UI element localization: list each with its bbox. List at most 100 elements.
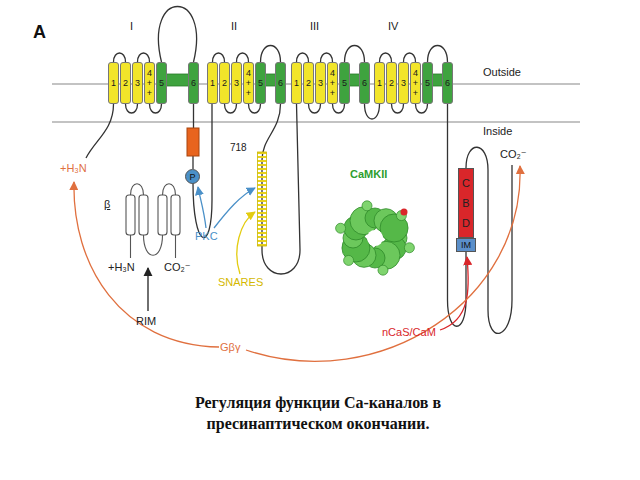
hatched-region — [258, 152, 267, 246]
beta-cylinder — [158, 195, 167, 235]
segment-box: 1 — [291, 62, 302, 104]
protein-label: RIM — [136, 315, 156, 328]
subunit-label: β — [104, 198, 110, 211]
segment-number: 2 — [123, 78, 128, 88]
linker-1-2 — [192, 156, 193, 169]
n-terminus — [86, 104, 114, 158]
segment-box: 4+ + — [144, 62, 155, 104]
camkii-lobe — [362, 201, 372, 211]
segment-number: + + — [245, 78, 251, 98]
residue-number: 718 — [230, 142, 247, 154]
camkii-lobe — [378, 265, 388, 275]
node-label: P — [189, 171, 195, 183]
camkii-site — [401, 209, 408, 216]
beta-cylinder — [139, 195, 148, 235]
segment-number: 5 — [342, 78, 347, 88]
pore-segment-box: 5 — [255, 62, 266, 104]
segment-loop — [150, 104, 162, 113]
segment-number: 3 — [318, 78, 323, 88]
pore-segment-box: 6 — [275, 62, 286, 104]
segment-box: 2 — [386, 62, 397, 104]
beta-terminus — [130, 235, 131, 258]
segment-box: 3 — [315, 62, 326, 104]
segment-number: + + — [146, 78, 152, 98]
segment-number: 6 — [445, 78, 450, 88]
kinase-label: PKC — [195, 230, 218, 243]
camkii-hole — [367, 230, 383, 246]
site-718 — [258, 152, 267, 246]
segment-box: 4+ + — [410, 62, 421, 104]
segment-loop — [138, 53, 150, 62]
pore-loop — [158, 7, 196, 63]
segment-box: 1 — [374, 62, 385, 104]
segment-number: 2 — [389, 78, 394, 88]
segment-loop — [380, 53, 392, 62]
hatched-region — [258, 152, 267, 246]
segment-loop — [225, 104, 237, 113]
domain-number: I — [130, 20, 133, 33]
rim-arrow — [147, 268, 148, 311]
segment-number: 6 — [362, 78, 367, 88]
domain-number: II — [231, 20, 237, 33]
linker-3-4 — [365, 104, 380, 119]
pore-loop — [345, 46, 365, 63]
segment-number: 4 — [330, 68, 335, 78]
segment-loop — [114, 53, 126, 62]
pore-bar — [166, 74, 189, 86]
beta-loop — [144, 235, 163, 255]
segment-number: 4 — [147, 68, 152, 78]
beta-loop — [131, 184, 144, 195]
node-label: C B D — [461, 173, 471, 233]
camkii-lobe — [344, 255, 354, 265]
segment-box: 2 — [219, 62, 230, 104]
segment-number: 3 — [135, 78, 140, 88]
segment-number: + + — [412, 78, 418, 98]
protein-label: SNARES — [218, 276, 263, 289]
beta-loop — [163, 184, 176, 195]
beta-subunit — [126, 184, 180, 258]
terminus-label: +H₃N — [60, 162, 87, 175]
terminus-label: +H₃N — [108, 261, 135, 274]
snares-arrow — [237, 212, 255, 274]
pore-segment-box: 6 — [442, 62, 453, 104]
beta-cylinder — [171, 195, 180, 235]
segment-number: 4 — [413, 68, 418, 78]
segment-number: 6 — [191, 78, 196, 88]
regulator-arrows — [74, 166, 520, 361]
segment-box: 1 — [108, 62, 119, 104]
protein-label: nCaS/CaM — [382, 326, 436, 339]
channel-loops — [86, 7, 512, 334]
segment-number: 5 — [258, 78, 263, 88]
gbg-arrow — [74, 182, 219, 347]
terminus-label: CO₂⁻ — [164, 261, 191, 274]
gbg-arrow — [246, 166, 520, 361]
pkc-arrow — [198, 187, 206, 228]
segment-box: 2 — [303, 62, 314, 104]
domain-number: III — [310, 20, 319, 33]
pore-loop — [428, 46, 448, 63]
segment-loop — [213, 53, 225, 62]
segment-box: 4+ + — [327, 62, 338, 104]
linker-2-3 — [262, 104, 300, 274]
segment-box: 3 — [231, 62, 242, 104]
segment-number: 1 — [377, 78, 382, 88]
segment-number: 2 — [306, 78, 311, 88]
camkii-lobe — [336, 223, 346, 233]
motif-box: IM — [456, 238, 476, 252]
segment-box: 2 — [120, 62, 131, 104]
segment-box: 3 — [398, 62, 409, 104]
pore-segment-box: 6 — [359, 62, 370, 104]
segment-loop — [416, 104, 428, 113]
side-label: Outside — [483, 66, 521, 79]
segment-number: 6 — [278, 78, 283, 88]
membrane-line — [52, 121, 580, 122]
pore-segment-box: 5 — [422, 62, 433, 104]
segment-number: 3 — [234, 78, 239, 88]
linker-box — [187, 128, 199, 156]
pkc-arrow — [214, 188, 255, 228]
segment-number: 1 — [111, 78, 116, 88]
segment-number: 5 — [425, 78, 430, 88]
segment-loop — [309, 104, 321, 113]
segment-loop — [237, 53, 249, 62]
